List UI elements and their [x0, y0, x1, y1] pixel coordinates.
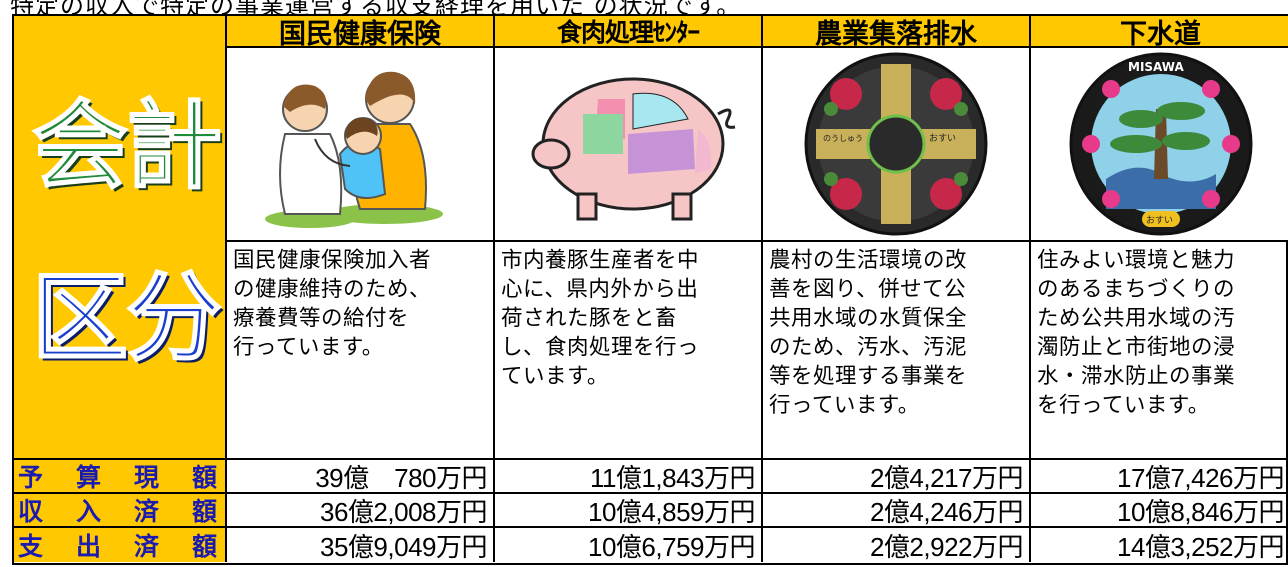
top-caption-text: 特定の収入で特定の事業運営する収支経理を用いた の状況です。	[10, 0, 742, 16]
description-line: し、食肉処理を行っ	[501, 335, 700, 360]
description-agri: 農村の生活環境の改 善を図り、併せて公 共用水域の水質保全 のため、汚水、汚泥 …	[763, 242, 1031, 460]
amount-revenue-sewer: 10億8,846万円	[1031, 494, 1288, 528]
manhole-cover-misawa-icon: MISAWA おすい	[1069, 52, 1252, 236]
description-line: の健康維持のため、	[233, 277, 432, 302]
accounting-category-title: 会計 区分	[14, 16, 227, 460]
description-line: ています。	[501, 364, 609, 389]
row-label-char: 額	[191, 532, 217, 561]
manhole-left-text: のうしゅう	[823, 134, 863, 143]
row-label-char: 支	[18, 532, 44, 561]
header-sewerage: 下水道	[1031, 16, 1288, 48]
description-line: 共用水域の水質保全	[769, 306, 968, 331]
image-cell-meat	[495, 48, 763, 242]
manhole-cover-agri-icon: のうしゅう おすい	[804, 52, 988, 236]
amount-budget-agri: 2億4,217万円	[763, 460, 1031, 494]
description-line: 心に、県内外から出	[501, 277, 699, 302]
row-label-char: 現	[133, 463, 159, 492]
manhole-top-text: MISAWA	[1128, 60, 1184, 74]
header-agricultural-drainage: 農業集落排水	[763, 16, 1031, 48]
top-caption-strip: 特定の収入で特定の事業運営する収支経理を用いた の状況です。	[0, 0, 1288, 16]
accounting-table: 会計 区分 国民健康保険 食肉処理ｾﾝﾀｰ 農業集落排水 下水道	[12, 14, 1288, 565]
amount-expenditure-meat: 10億6,759万円	[495, 528, 763, 562]
row-label-char: 入	[75, 497, 101, 526]
row-label-char: 額	[191, 463, 217, 492]
header-meat-processing-center: 食肉処理ｾﾝﾀｰ	[495, 16, 763, 48]
amount-revenue-health: 36億2,008万円	[227, 494, 495, 528]
row-label-char: 収	[18, 497, 44, 526]
amount-expenditure-agri: 2億2,922万円	[763, 528, 1031, 562]
image-cell-health	[227, 48, 495, 242]
image-cell-agri: のうしゅう おすい	[763, 48, 1031, 242]
amount-expenditure-sewer: 14億3,252万円	[1117, 531, 1284, 562]
description-line: 荷された豚をと畜	[501, 306, 678, 331]
description-line: 行っています。	[769, 393, 920, 418]
header-national-health-insurance: 国民健康保険	[227, 16, 495, 48]
row-label-char: 済	[133, 532, 159, 561]
description-sewer: 住みよい環境と魅力 のあるまちづくりの ため公共用水域の汚 濁防止と市街地の浸 …	[1031, 242, 1288, 460]
description-line: 濁防止と市街地の浸	[1037, 335, 1236, 360]
amount-expenditure-health: 35億9,049万円	[227, 528, 495, 562]
row-label-char: 済	[133, 497, 159, 526]
description-line: のあるまちづくりの	[1037, 277, 1236, 302]
amount-budget-meat: 11億1,843万円	[495, 460, 763, 494]
description-meat: 市内養豚生産者を中 心に、県内外から出 荷された豚をと畜 し、食肉処理を行っ て…	[495, 242, 763, 460]
description-line: ため公共用水域の汚	[1037, 306, 1236, 331]
description-line: のため、汚水、汚泥	[769, 335, 968, 360]
row-label-char: 算	[75, 463, 101, 492]
row-label-char: 額	[191, 497, 217, 526]
description-line: 療養費等の給付を	[233, 306, 410, 331]
description-line: 市内養豚生産者を中	[501, 248, 700, 273]
description-line: 住みよい環境と魅力	[1037, 248, 1236, 273]
image-cell-sewer: MISAWA おすい	[1031, 48, 1288, 242]
amount-budget-health: 39億 780万円	[227, 460, 495, 494]
doctor-child-illustration-icon	[265, 71, 443, 228]
description-line: を行っています。	[1037, 393, 1210, 418]
manhole-right-text: おすい	[929, 133, 956, 144]
description-line: 等を処理する事業を	[769, 364, 968, 389]
description-line: 行っています。	[233, 335, 384, 360]
description-line: 農村の生活環境の改	[769, 248, 968, 273]
title-kubun: 区分	[31, 262, 223, 374]
manhole-bottom-text: おすい	[1146, 215, 1173, 226]
row-label-char: 出	[75, 532, 101, 561]
amount-revenue-agri: 2億4,246万円	[763, 494, 1031, 528]
row-label-expenditure: 支 出 済 額	[14, 528, 227, 562]
description-health: 国民健康保険加入者 の健康維持のため、 療養費等の給付を 行っています。	[227, 242, 495, 460]
description-line: 善を図り、併せて公	[769, 277, 967, 302]
row-label-char: 予	[18, 463, 44, 492]
amount-revenue-meat: 10億4,859万円	[495, 494, 763, 528]
amount-budget-sewer: 17億7,426万円	[1031, 460, 1288, 494]
title-kaikei: 会計	[31, 90, 223, 202]
description-line: 国民健康保険加入者	[233, 248, 432, 273]
row-label-budget: 予 算 現 額	[14, 460, 227, 494]
row-label-revenue: 収 入 済 額	[14, 494, 227, 528]
pig-cuts-illustration-icon	[531, 77, 736, 221]
description-line: 水・滞水防止の事業	[1037, 364, 1236, 389]
